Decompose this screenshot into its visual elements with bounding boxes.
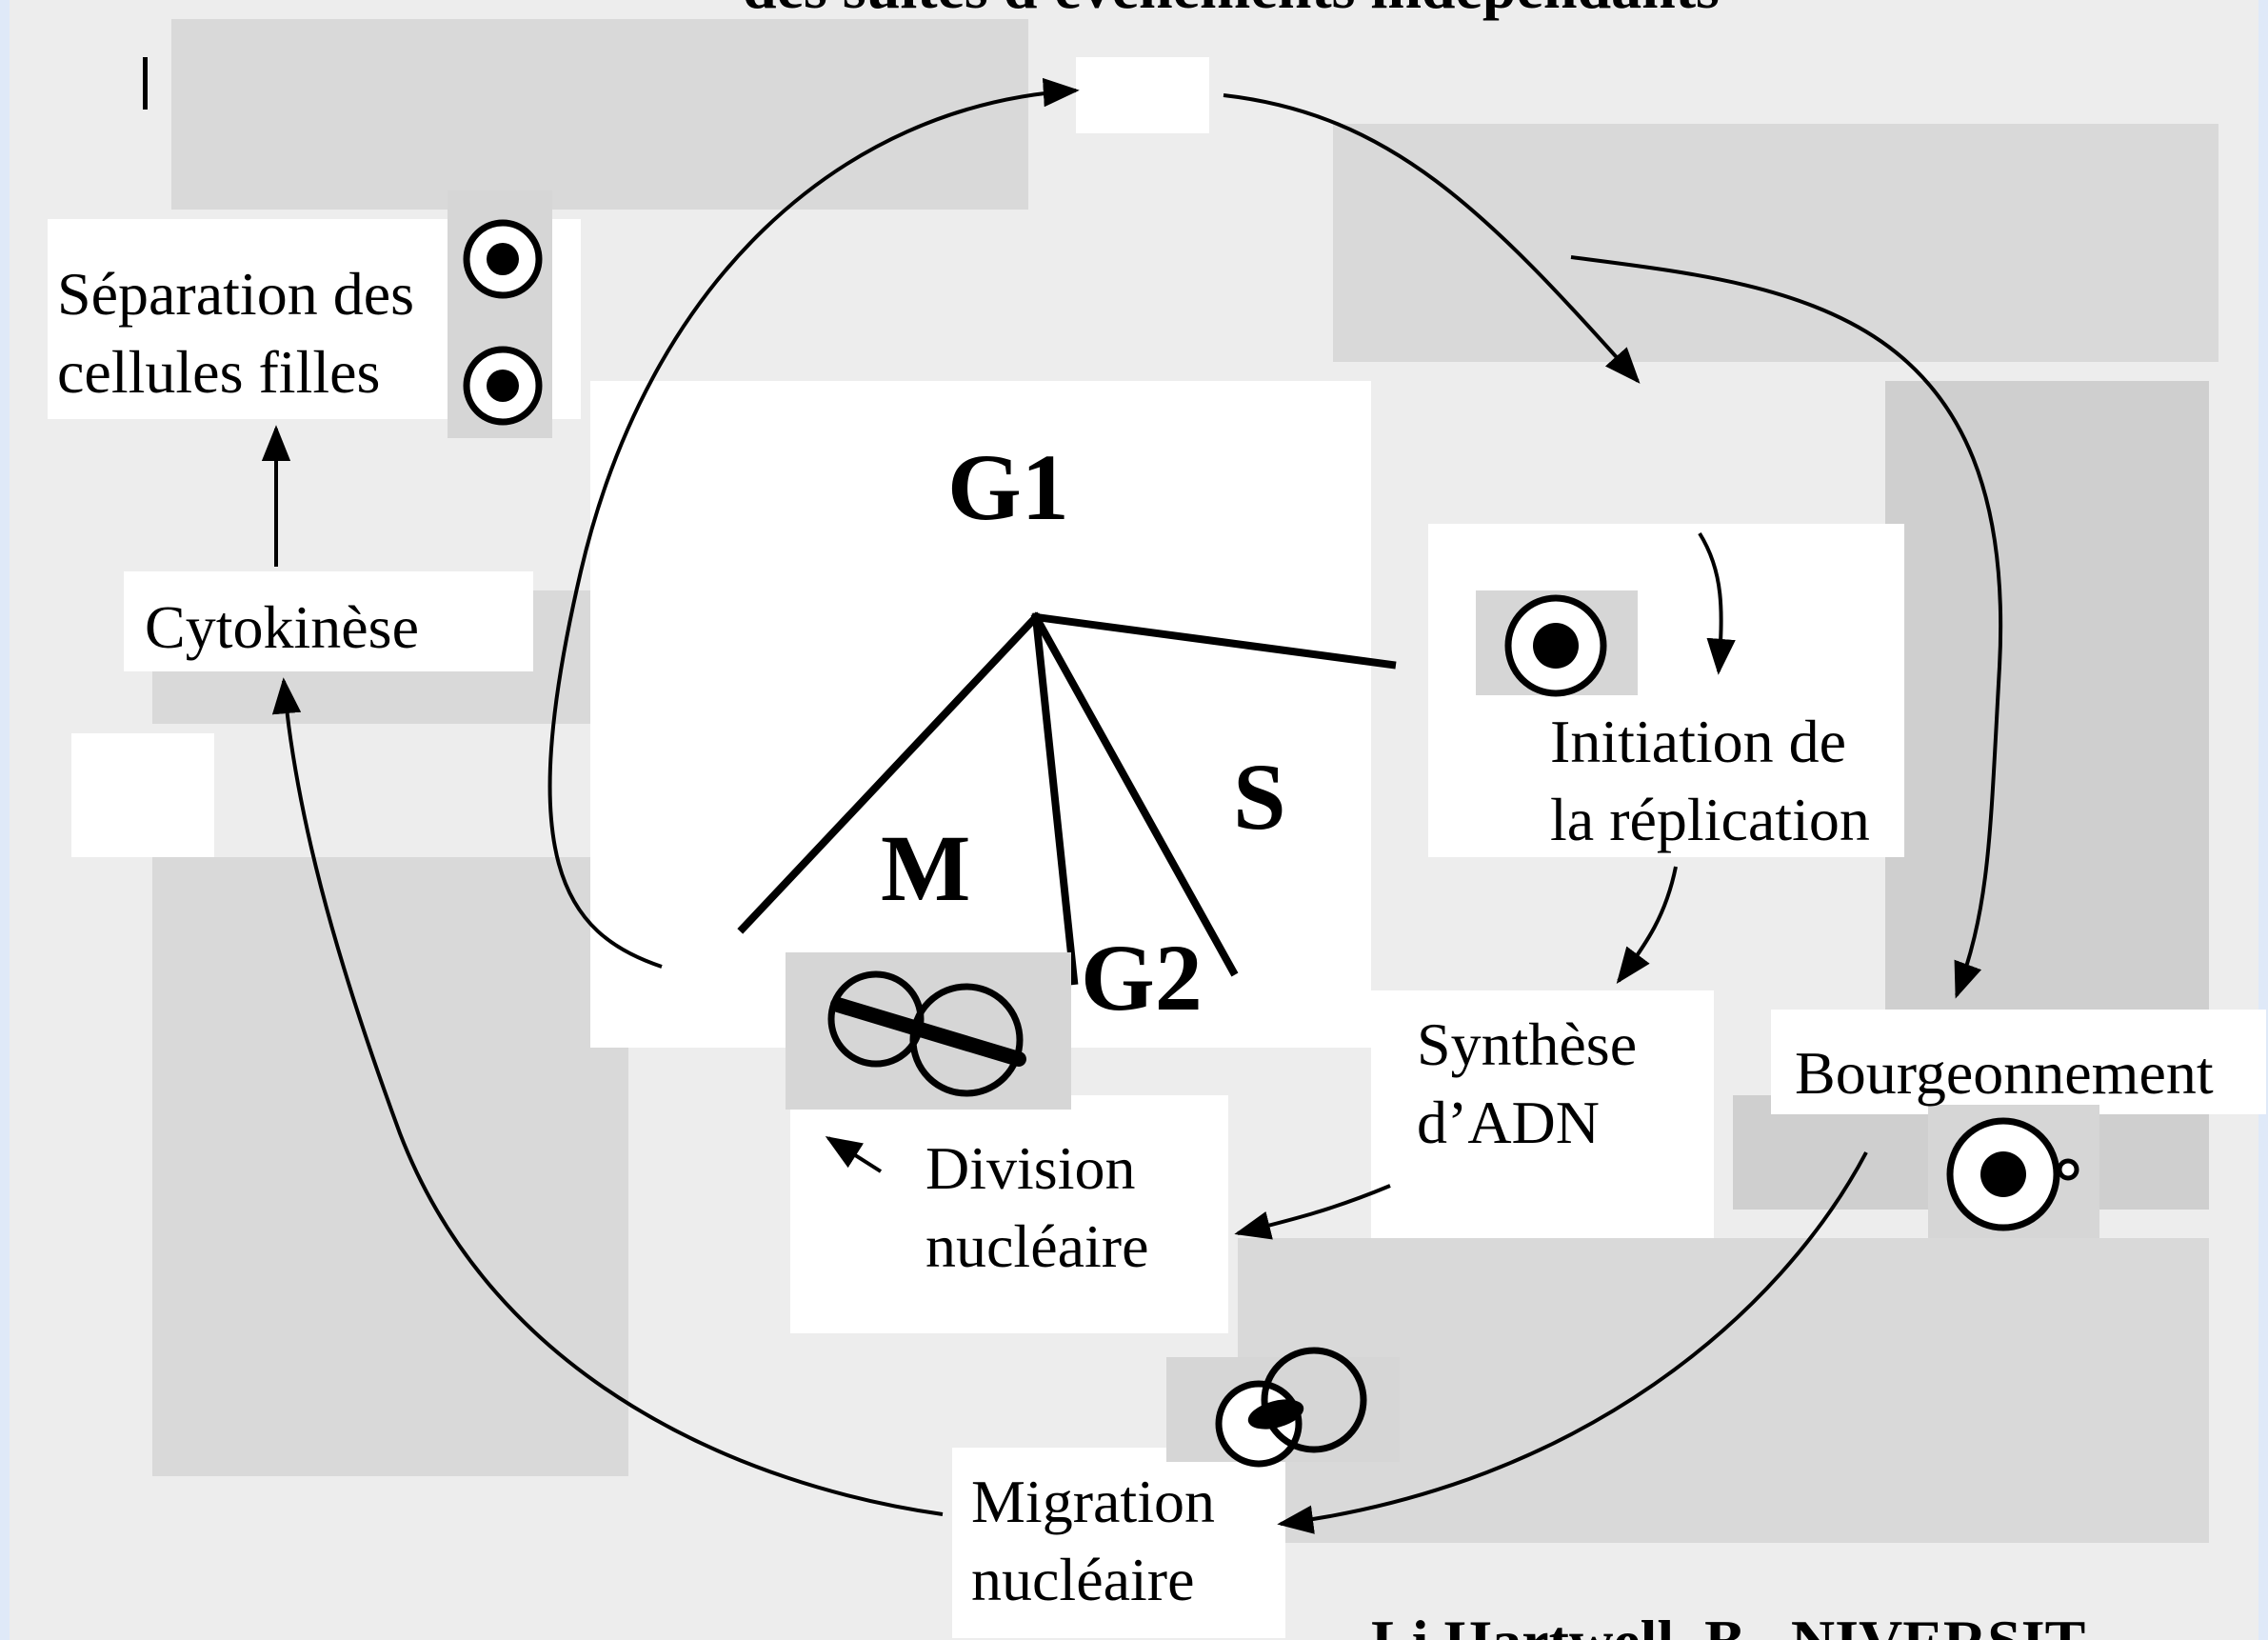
synthese-line1: Synthèse: [1417, 1010, 1637, 1078]
phase-s-label: S: [1233, 744, 1286, 850]
migration-line2: nucléaire: [971, 1546, 1195, 1613]
g1-cell-icon: [1476, 590, 1638, 695]
dividing-nucleus-icon: [786, 952, 1071, 1110]
margin-mark: [143, 57, 148, 110]
division-line1: Division: [925, 1134, 1135, 1202]
cytokinese-label: Cytokinèse: [145, 593, 419, 661]
footer-text-cut: Li Hartwell, B...NIVERSIT: [1371, 1608, 2085, 1640]
initiation-line2: la réplication: [1550, 786, 1870, 853]
separated-cells-icon: [448, 190, 552, 438]
separation-line2: cellules filles: [57, 338, 380, 406]
migrating-nucleus-icon: [1166, 1350, 1400, 1464]
bourgeonnement-label: Bourgeonnement: [1795, 1039, 2214, 1107]
synthese-line2: d’ADN: [1417, 1089, 1600, 1156]
migration-line1: Migration: [971, 1468, 1215, 1535]
initiation-line1: Initiation de: [1550, 708, 1846, 775]
phase-m-label: M: [881, 815, 970, 921]
separation-line1: Séparation des: [57, 260, 414, 328]
budding-cell-icon: [1928, 1105, 2099, 1238]
header-title-cut: des suites d'événements indépendants: [743, 0, 1720, 21]
phase-g2-label: G2: [1081, 925, 1203, 1030]
phase-g1-label: G1: [947, 434, 1069, 540]
division-line2: nucléaire: [925, 1212, 1149, 1280]
